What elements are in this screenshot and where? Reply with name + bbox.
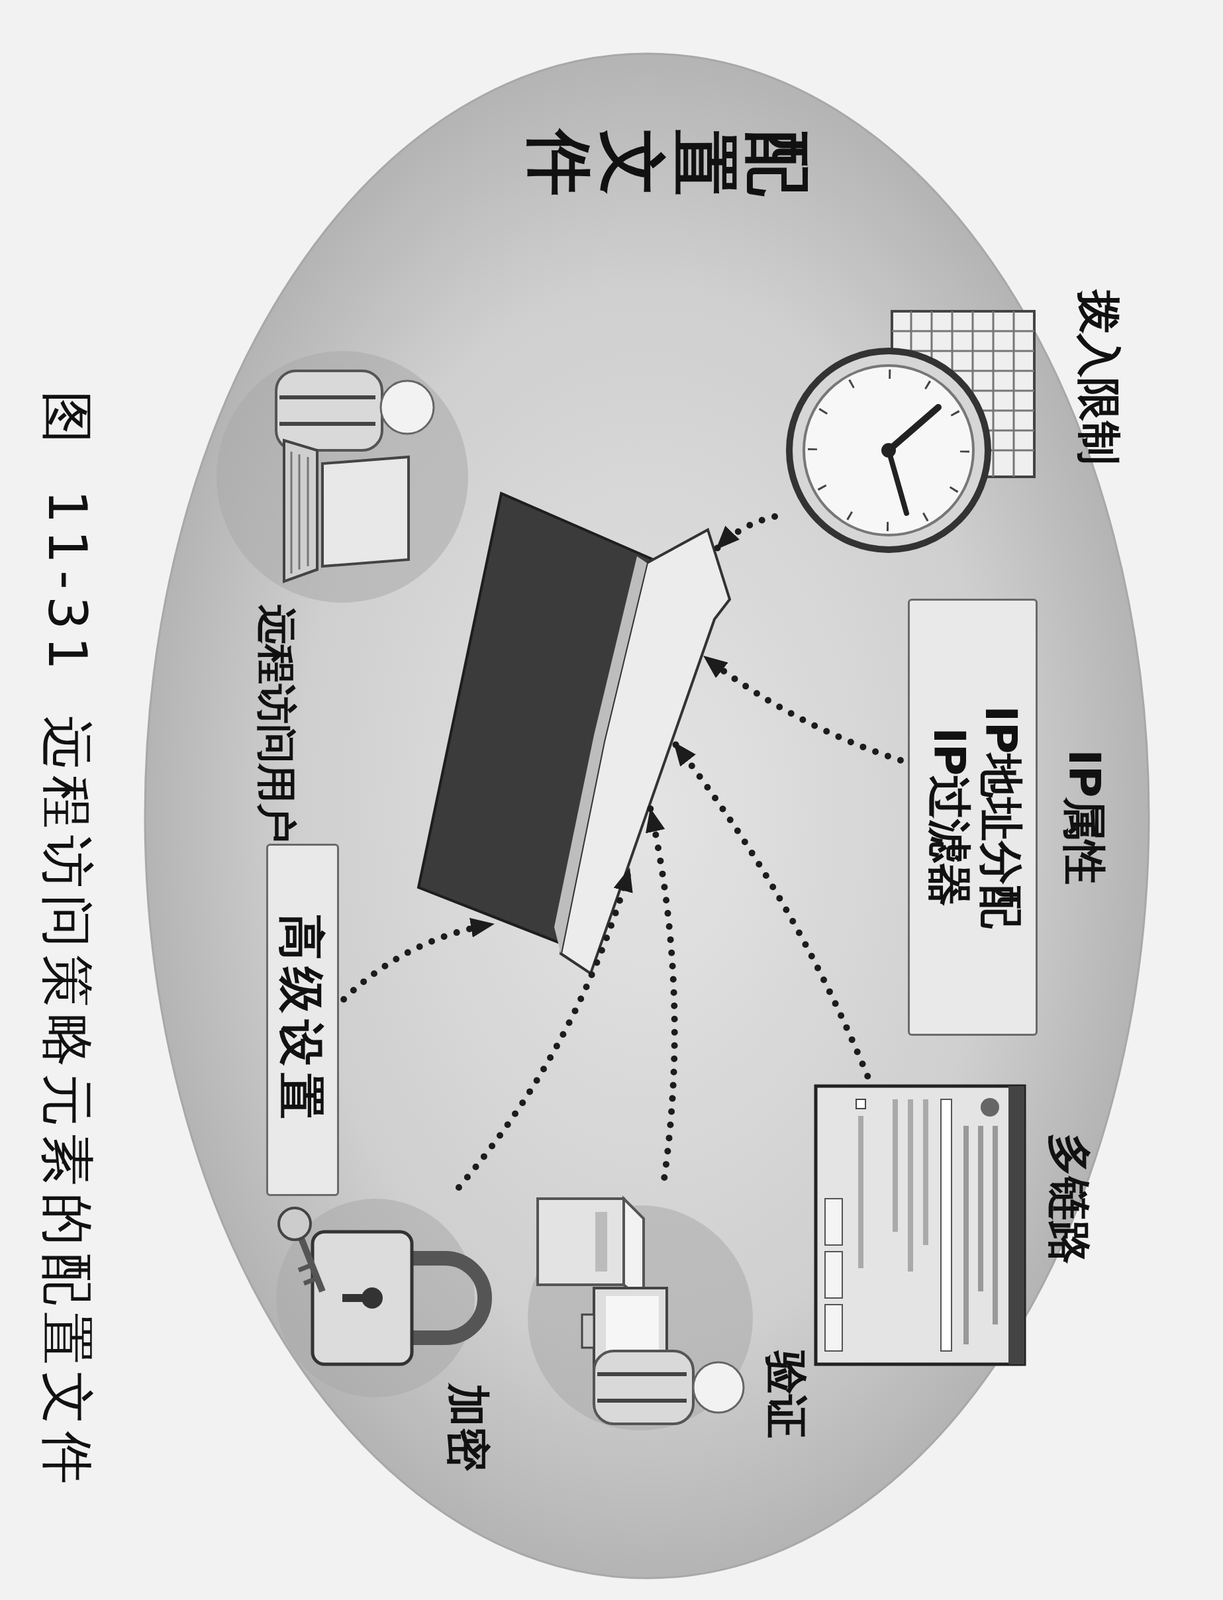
- profile-ellipse: 配置文件拨入限制 IP属性 IP地址分配IP过滤器多链路 远程访问用户高级设置验证 加密: [142, 50, 1152, 1581]
- dotted-arrow: [343, 923, 495, 1000]
- dotted-arrow: [673, 741, 868, 1077]
- dialog-screenshot-part: [858, 1115, 864, 1269]
- auth-node: 验证: [527, 1182, 813, 1474]
- auth-icon-part: [537, 1198, 624, 1285]
- dial-in-node: 拨入限制: [779, 264, 1124, 570]
- remote-user-icon-part: [216, 350, 469, 603]
- clock-icon-part: [888, 407, 939, 451]
- remote-user-icon-part: [279, 395, 376, 400]
- node-heading: 拨入限制: [1073, 264, 1124, 490]
- dialog-screenshot-part: [825, 1198, 843, 1245]
- encryption-node: 加密: [249, 1191, 515, 1470]
- dialog-screenshot-part: [907, 1099, 914, 1272]
- dialog-screenshot-part: [856, 1099, 866, 1109]
- remote-user-icon-part: [279, 421, 376, 426]
- dialog-screenshot-part: [892, 1099, 898, 1232]
- dotted-arrow: [458, 867, 630, 1188]
- dialog-screenshot-part: [825, 1251, 843, 1298]
- clock-icon-part: [789, 350, 988, 550]
- node-heading: IP属性: [1058, 611, 1110, 1023]
- node-heading: 多链路: [1043, 1125, 1094, 1272]
- dialog-screenshot-part: [963, 1125, 969, 1345]
- lock-icon-part: [408, 1258, 485, 1338]
- remote-user-icon: [216, 350, 469, 603]
- node-heading: 验证: [760, 1344, 812, 1445]
- settings-box: 高级设置: [266, 856, 340, 1183]
- dialog-screenshot-part: [992, 1125, 998, 1325]
- dialog-screenshot-part: [923, 1099, 929, 1245]
- remote-user-icon-part: [291, 451, 308, 574]
- box-text: 高级设置: [274, 856, 329, 1183]
- node-heading: 加密: [442, 1380, 493, 1474]
- remote-user-icon-part: [276, 370, 383, 451]
- clock-icon-part: [812, 374, 965, 527]
- auth-icon-part: [597, 1371, 687, 1376]
- dialog-screenshot-part: [978, 1125, 984, 1292]
- remote-user-node: 远程访问用户: [236, 344, 436, 868]
- dialog-screenshot-part: [1008, 1085, 1025, 1365]
- dialog-screenshot-part: [815, 1085, 1025, 1365]
- auth-icon-part: [595, 1211, 608, 1272]
- dialog-screenshot: [815, 1085, 1025, 1365]
- node-heading: 远程访问用户: [253, 591, 300, 857]
- remote-user-icon-part: [284, 440, 318, 582]
- auth-icon-part: [582, 1314, 594, 1348]
- box-text: IP过滤器: [923, 611, 975, 1023]
- clock-icon-part: [888, 450, 907, 514]
- lock-icon-part: [276, 1198, 475, 1398]
- lock-icon-part: [312, 1231, 412, 1365]
- figure-caption: 图 11-31 远程访问策略元素的配置文件: [36, 390, 98, 1491]
- clock-icon-part: [803, 365, 974, 536]
- multilink-node: 多链路: [812, 1080, 1098, 1372]
- auth-icon-part: [593, 1350, 694, 1424]
- auth-icon-part: [693, 1362, 744, 1413]
- auth-icon-part: [597, 1398, 687, 1403]
- remote-user-icon-part: [380, 380, 434, 434]
- lock-icon-part: [342, 1293, 369, 1302]
- dialog-screenshot-part: [980, 1097, 1000, 1117]
- remote-user-icon-part: [322, 456, 409, 567]
- auth-icon-part: [623, 1198, 644, 1302]
- lock-icon-part: [303, 1277, 318, 1284]
- lock-icon-part: [278, 1207, 311, 1240]
- dotted-arrow: [715, 516, 775, 550]
- clock-icon-part: [881, 442, 896, 458]
- lock-icon-part: [298, 1264, 312, 1271]
- dotted-arrow: [650, 807, 675, 1178]
- ellipse-outline: [145, 53, 1149, 1578]
- region-title: 配置文件: [522, 129, 814, 196]
- dotted-arrow: [703, 655, 901, 761]
- ip-node: IP属性 IP地址分配IP过滤器: [905, 611, 1111, 1023]
- dialog-screenshot-part: [825, 1304, 843, 1351]
- dialog-screenshot-part: [940, 1099, 952, 1351]
- box-text: IP地址分配: [975, 611, 1026, 1023]
